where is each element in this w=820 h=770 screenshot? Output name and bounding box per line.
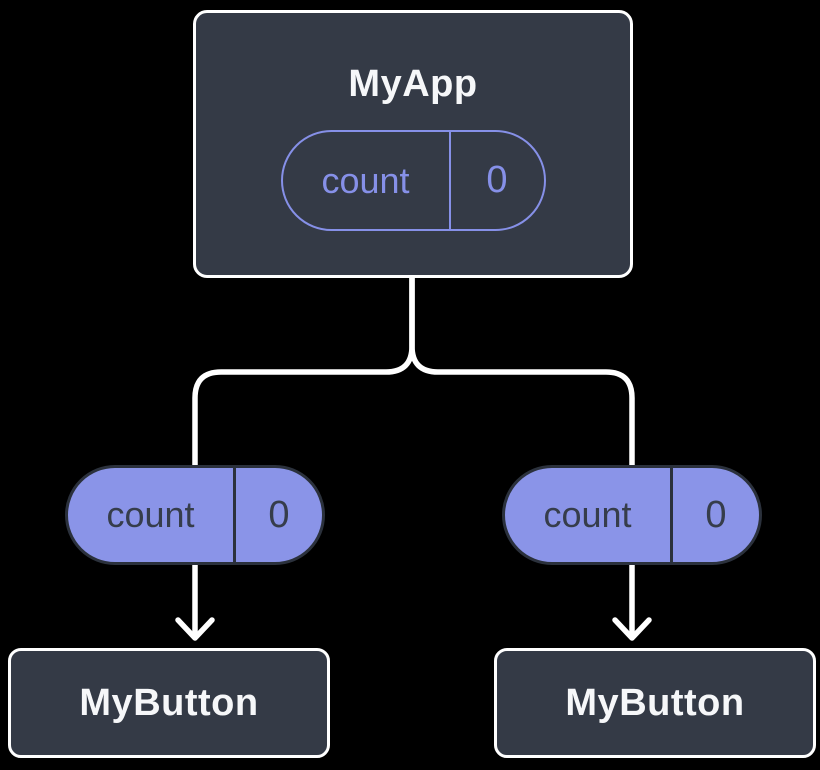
left-prop-value: 0 <box>268 493 290 536</box>
right-child-component-node: MyButton <box>494 648 816 758</box>
right-prop-label: count <box>505 468 673 562</box>
fork-connector-left <box>192 274 415 470</box>
right-arrowhead-icon <box>612 617 652 641</box>
left-prop-label: count <box>68 468 236 562</box>
left-child-component-title: MyButton <box>79 682 259 724</box>
root-component-node: MyApp count 0 <box>193 10 633 278</box>
right-prop-pill: count 0 <box>502 465 762 565</box>
root-state-pill: count 0 <box>280 130 546 231</box>
root-state-value: 0 <box>486 159 508 201</box>
right-prop-value: 0 <box>705 493 727 536</box>
root-component-title: MyApp <box>348 63 478 105</box>
left-child-component-node: MyButton <box>8 648 330 758</box>
fork-connector-right <box>409 274 635 470</box>
root-state-label: count <box>283 132 451 229</box>
left-arrowhead-icon <box>175 617 215 641</box>
right-child-component-title: MyButton <box>565 682 745 724</box>
left-prop-pill: count 0 <box>65 465 325 565</box>
